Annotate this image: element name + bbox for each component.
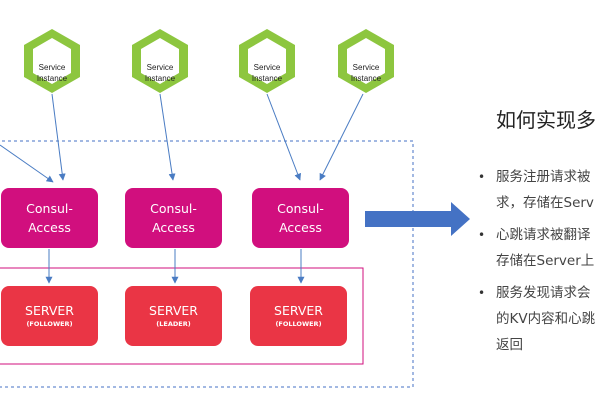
arrow-instance1-to-access1 xyxy=(51,93,66,181)
server-label: SERVER xyxy=(274,303,323,318)
cluster-boundary xyxy=(0,140,414,388)
arrow-instance4-to-access3 xyxy=(319,93,364,181)
consul-access-node-2: Consul- Access xyxy=(125,188,222,248)
access-label-line1: Consul- xyxy=(150,201,197,216)
server-node-3: SERVER (FOLLOWER) xyxy=(250,286,347,346)
bullet-line: 心跳请求被翻译 xyxy=(496,227,591,243)
arrow-offscreen-to-access1 xyxy=(0,144,54,183)
server-node-1: SERVER (FOLLOWER) xyxy=(1,286,98,346)
big-right-arrow xyxy=(365,202,470,236)
bullet-line: 求，存储在Serv xyxy=(496,195,594,211)
bullet-item-2: • 心跳请求被翻译 存储在Server上 xyxy=(478,222,600,274)
bullet-dot: • xyxy=(478,170,486,184)
bullet-dot: • xyxy=(478,228,486,242)
server-node-2: SERVER (LEADER) xyxy=(125,286,222,346)
server-label: SERVER xyxy=(25,303,74,318)
bullet-dot: • xyxy=(478,286,486,300)
server-group-border xyxy=(0,267,364,365)
instance-hexagon-2 xyxy=(132,29,188,93)
access-label-line2: Access xyxy=(152,220,195,235)
bullet-line: 存储在Server上 xyxy=(496,253,595,269)
bullet-line: 服务发现请求会 xyxy=(496,285,591,301)
consul-access-node-1: Consul- Access xyxy=(1,188,98,248)
server-role: (FOLLOWER) xyxy=(26,320,73,328)
access-label-line2: Access xyxy=(28,220,71,235)
instance-hexagon-1 xyxy=(24,29,80,93)
server-role: (LEADER) xyxy=(156,320,191,328)
bullet-item-3: • 服务发现请求会 的KV内容和心跳 返回 xyxy=(478,280,600,358)
server-label: SERVER xyxy=(149,303,198,318)
bullet-line: 返回 xyxy=(496,337,523,353)
bullet-line: 服务注册请求被 xyxy=(496,169,591,185)
panel-title: 如何实现多 xyxy=(496,108,596,132)
arrow-instance3-to-access3 xyxy=(266,93,302,181)
bullet-list: • 服务注册请求被 求，存储在Serv • 心跳请求被翻译 存储在Server上… xyxy=(478,164,600,364)
access-label-line1: Consul- xyxy=(26,201,73,216)
instance-hexagon-4 xyxy=(338,29,394,93)
access-label-line1: Consul- xyxy=(277,201,324,216)
access-label-line2: Access xyxy=(279,220,322,235)
bullet-line: 的KV内容和心跳 xyxy=(496,311,596,327)
consul-access-node-3: Consul- Access xyxy=(252,188,349,248)
arrow-instance2-to-access2 xyxy=(159,93,176,181)
bullet-item-1: • 服务注册请求被 求，存储在Serv xyxy=(478,164,600,216)
server-role: (FOLLOWER) xyxy=(275,320,322,328)
instance-hexagon-3 xyxy=(239,29,295,93)
